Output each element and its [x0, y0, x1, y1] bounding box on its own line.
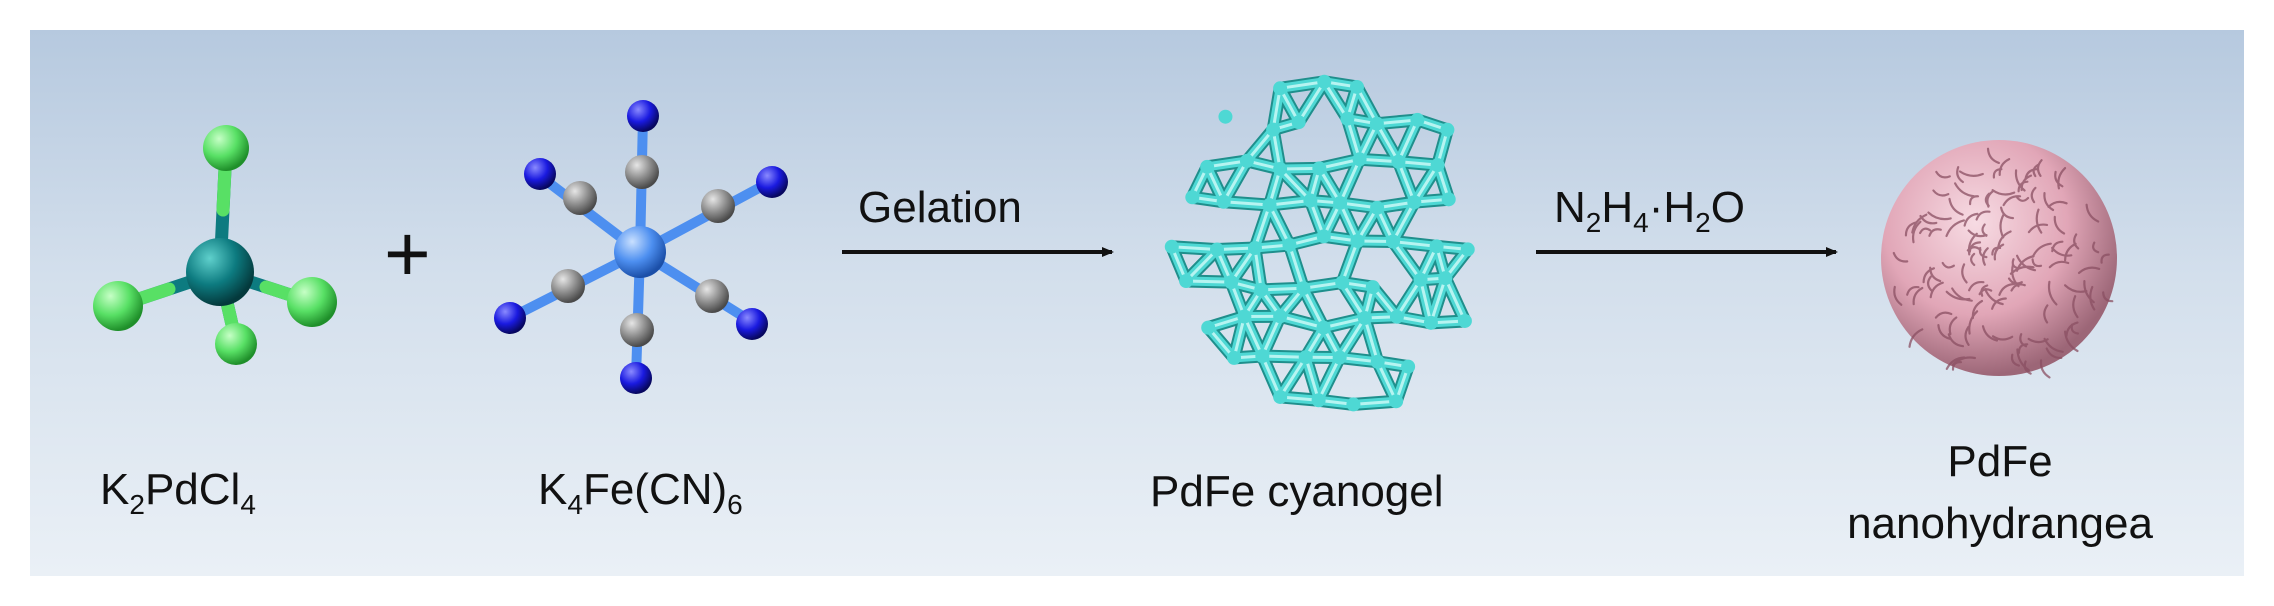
nanohydrangea-label-line1: PdFe [1947, 437, 2053, 486]
hydrazine-label: N2H4·H2O [1554, 183, 1745, 238]
nanohydrangea-label-line2: nanohydrangea [1847, 499, 2153, 548]
plus-sign: + [384, 209, 431, 298]
k4fecn6-label: K4Fe(CN)6 [538, 465, 743, 520]
k2pdcl4-molecule-icon [93, 125, 337, 365]
k4fecn6-molecule-icon [494, 100, 788, 394]
nanohydrangea-icon [1881, 140, 2117, 379]
k2pdcl4-label: K2PdCl4 [100, 465, 256, 520]
cyanogel-label: PdFe cyanogel [1150, 467, 1444, 516]
cyanogel-network-icon [1164, 74, 1475, 412]
scheme-background [30, 30, 2244, 576]
gelation-label: Gelation [858, 183, 1022, 232]
